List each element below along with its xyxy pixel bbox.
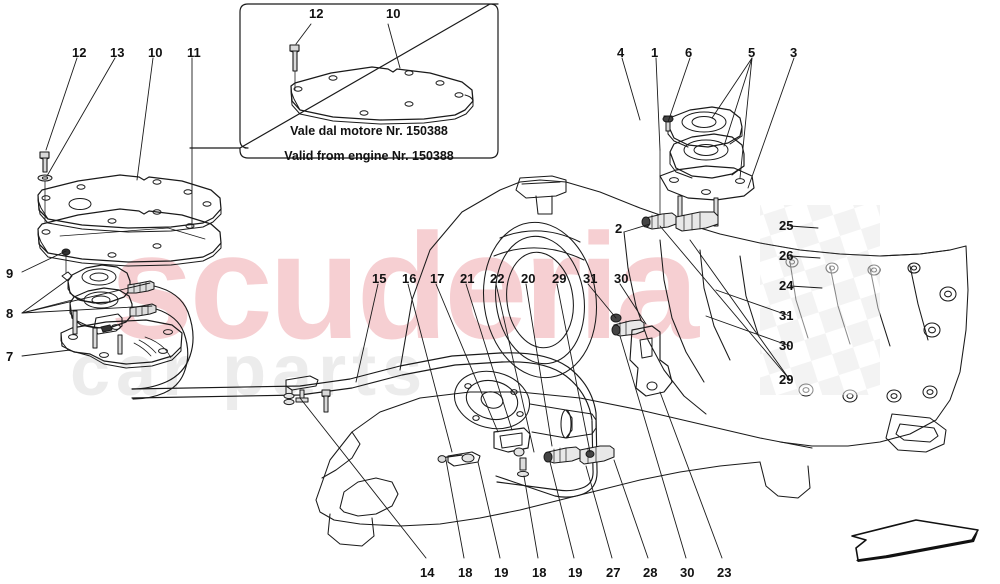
callout-23: 23 — [717, 565, 732, 580]
callout-21: 21 — [460, 271, 475, 286]
oil-pump-assembly-left — [60, 248, 183, 369]
cover-bolt-and-washer — [37, 151, 53, 223]
callout-4: 4 — [617, 45, 625, 60]
callout-1: 1 — [651, 45, 659, 60]
callout-28: 28 — [643, 565, 658, 580]
callout-31-right: 31 — [779, 308, 794, 323]
callout-24: 24 — [779, 278, 794, 293]
callout-13: 13 — [110, 45, 125, 60]
callout-6: 6 — [685, 45, 693, 60]
callout-9: 9 — [6, 266, 14, 281]
callout-29-right: 29 — [779, 372, 794, 387]
note-caption-italian: Vale dal motore Nr. 150388 — [290, 124, 448, 138]
callout-31-mid: 31 — [583, 271, 598, 286]
clamp-hardware-left — [283, 375, 331, 413]
callout-8: 8 — [6, 306, 14, 321]
callout-5: 5 — [748, 45, 756, 60]
direction-arrow-shape — [851, 519, 979, 562]
callout-3: 3 — [790, 45, 798, 60]
callout-18-b: 18 — [532, 565, 547, 580]
callout-30-mid: 30 — [614, 271, 629, 286]
callout-15: 15 — [372, 271, 387, 286]
callout-inset-12: 12 — [309, 6, 324, 21]
callout-10: 10 — [148, 45, 163, 60]
callout-2: 2 — [615, 221, 623, 236]
clamp-hardware-right — [585, 313, 622, 458]
gearbox-cover-plate-lower — [37, 208, 222, 267]
callout-29-mid: 29 — [552, 271, 567, 286]
callout-inset-10: 10 — [386, 6, 401, 21]
inset-bolt — [289, 44, 300, 91]
oil-pipe-run — [131, 285, 598, 498]
inset-gasket-plate — [290, 66, 474, 125]
callout-7: 7 — [6, 349, 14, 364]
callout-30-bottom: 30 — [680, 565, 695, 580]
clamp-hardware-mid — [437, 427, 531, 478]
callout-12: 12 — [72, 45, 87, 60]
callout-25: 25 — [779, 218, 794, 233]
car-parts-watermark: car parts — [70, 331, 429, 411]
callout-22: 22 — [490, 271, 505, 286]
note-caption-english: Valid from engine Nr. 150388 — [284, 149, 454, 163]
callout-19-a: 19 — [494, 565, 509, 580]
note-box-frame — [189, 3, 499, 159]
callout-17: 17 — [430, 271, 445, 286]
callout-27: 27 — [606, 565, 621, 580]
callout-11: 11 — [187, 45, 201, 60]
callout-30-right: 30 — [779, 338, 794, 353]
callout-14: 14 — [420, 565, 435, 580]
callout-26: 26 — [779, 248, 794, 263]
callout-16: 16 — [402, 271, 417, 286]
gearbox-cover-plate-upper — [37, 174, 222, 233]
callout-18-a: 18 — [458, 565, 473, 580]
callout-19-b: 19 — [568, 565, 583, 580]
callout-20: 20 — [521, 271, 536, 286]
